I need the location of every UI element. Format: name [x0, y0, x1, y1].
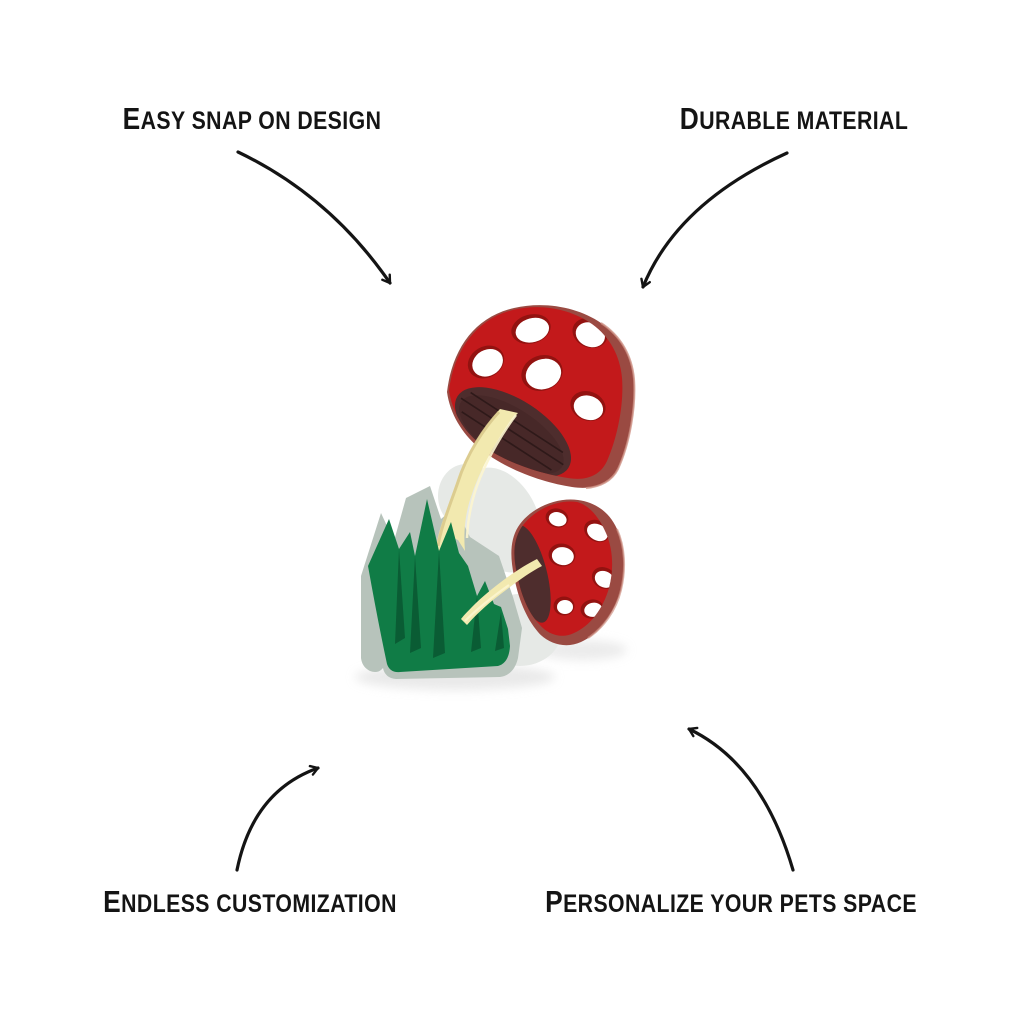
feature-label-top-left: Easy snap on design — [100, 102, 404, 136]
big-cap-spots — [467, 314, 608, 421]
big-cap-gills — [454, 387, 572, 477]
arrow-top-left — [236, 150, 392, 285]
arrow-bottom-left — [235, 764, 320, 872]
feature-label-text: Endless customization — [103, 883, 397, 919]
arrow-top-right — [640, 151, 789, 289]
feature-label-bottom-left: Endless customization — [77, 885, 423, 919]
grass — [368, 499, 510, 673]
small-mushroom-stem — [461, 559, 542, 625]
small-cap-gills — [514, 525, 551, 623]
arrow-bottom-right — [687, 726, 795, 872]
feature-label-text: Durable material — [679, 100, 909, 136]
feature-label-text: Easy snap on design — [122, 100, 382, 136]
small-mushroom — [511, 499, 626, 646]
grass-shadow-grooves — [395, 549, 504, 658]
mushroom-charm-image — [355, 305, 636, 690]
feature-label-text: Personalize your pets space — [545, 883, 917, 919]
grass-front-blade — [455, 567, 472, 611]
feature-label-bottom-right: Personalize your pets space — [512, 885, 950, 919]
big-mushroom-stem — [436, 409, 518, 558]
feature-label-top-right: Durable material — [660, 102, 929, 136]
